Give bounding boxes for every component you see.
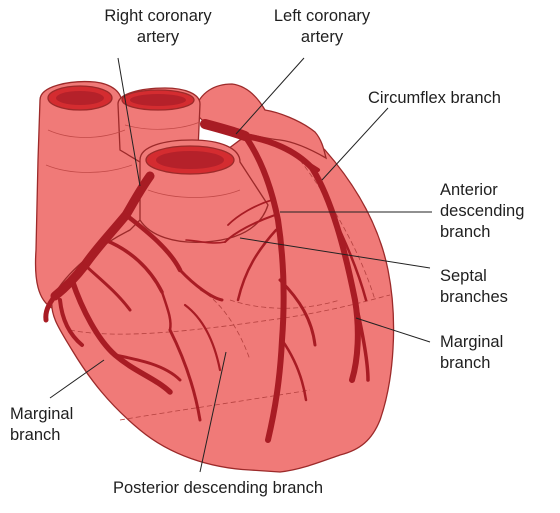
label-marginal-branch-right: Marginal branch [440, 332, 556, 374]
label-marginal-branch-left: Marginal branch [10, 404, 120, 446]
leader-circumflex-branch [322, 108, 388, 180]
label-septal-branches: Septal branches [440, 266, 556, 308]
left-vessel-lumen [56, 91, 104, 105]
label-circumflex-branch: Circumflex branch [368, 88, 548, 109]
label-left-coronary-artery: Left coronary artery [252, 6, 392, 48]
label-right-coronary-artery: Right coronary artery [80, 6, 236, 48]
middle-vessel-lumen [130, 94, 186, 106]
label-posterior-descending-branch: Posterior descending branch [68, 478, 368, 499]
label-anterior-descending-branch: Anterior descending branch [440, 180, 556, 243]
aorta-lumen [156, 151, 224, 169]
